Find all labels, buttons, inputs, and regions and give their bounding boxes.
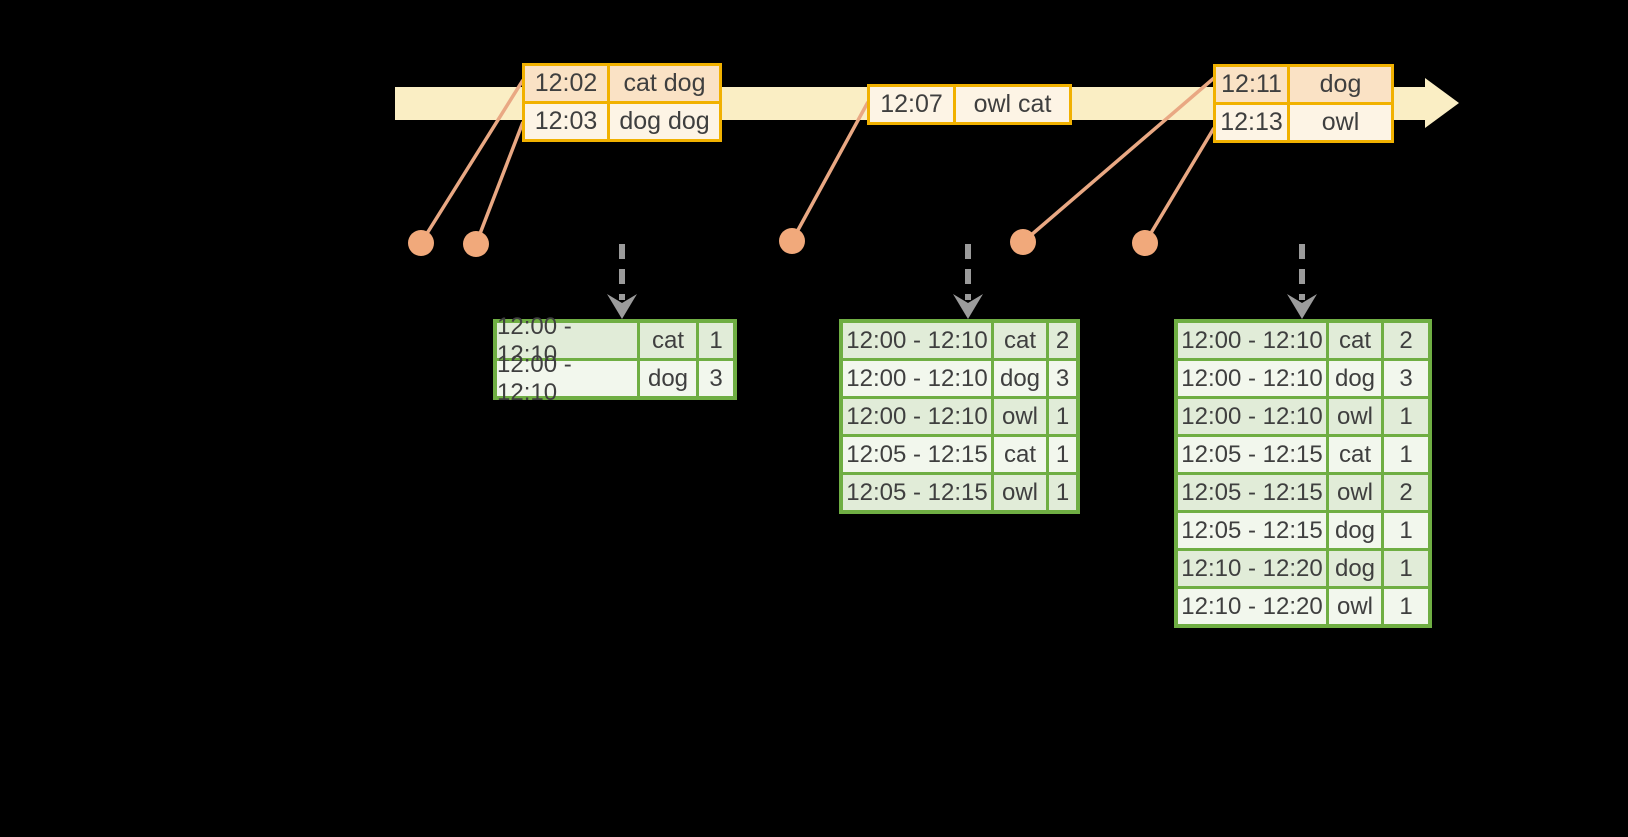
event-time-cell: 12:11 bbox=[1216, 67, 1287, 102]
count-cell: 2 bbox=[1384, 475, 1428, 510]
count-cell: 1 bbox=[1384, 589, 1428, 624]
event-dot-icon bbox=[1132, 230, 1158, 256]
word-cell: dog bbox=[1329, 513, 1381, 548]
down-arrowhead-icon bbox=[1287, 294, 1317, 319]
event-words-cell: cat dog bbox=[610, 66, 719, 101]
event-words-cell: owl cat bbox=[956, 87, 1069, 122]
word-cell: owl bbox=[994, 399, 1046, 434]
result-table-1: 12:00 - 12:10 cat 1 12:00 - 12:10 dog 3 bbox=[493, 313, 737, 406]
connector-line bbox=[790, 101, 870, 242]
count-cell: 2 bbox=[1049, 323, 1076, 358]
connector-line bbox=[1143, 127, 1216, 244]
window-cell: 12:05 - 12:15 bbox=[1178, 513, 1326, 548]
event-table-2: 12:07 owl cat bbox=[867, 84, 1072, 125]
result-table-2: 12:00 - 12:10 cat 2 12:00 - 12:10 dog 3 … bbox=[839, 319, 1080, 514]
word-cell: dog bbox=[640, 361, 696, 396]
window-cell: 12:10 - 12:20 bbox=[1178, 551, 1326, 586]
word-cell: owl bbox=[1329, 475, 1381, 510]
window-cell: 12:00 - 12:10 bbox=[843, 361, 991, 396]
window-cell: 12:00 - 12:10 bbox=[843, 323, 991, 358]
event-words-cell: dog dog bbox=[610, 104, 719, 139]
event-time-cell: 12:13 bbox=[1216, 105, 1287, 140]
count-cell: 1 bbox=[1049, 399, 1076, 434]
word-cell: cat bbox=[640, 323, 696, 358]
event-time-cell: 12:07 bbox=[870, 87, 953, 122]
window-cell: 12:05 - 12:15 bbox=[1178, 475, 1326, 510]
count-cell: 1 bbox=[1049, 437, 1076, 472]
count-cell: 1 bbox=[1049, 475, 1076, 510]
count-cell: 2 bbox=[1384, 323, 1428, 358]
count-cell: 3 bbox=[1049, 361, 1076, 396]
word-cell: owl bbox=[1329, 399, 1381, 434]
event-table-3: 12:11 dog 12:13 owl bbox=[1213, 64, 1394, 143]
word-cell: cat bbox=[994, 437, 1046, 472]
event-dots bbox=[408, 228, 1158, 257]
word-cell: owl bbox=[1329, 589, 1381, 624]
event-dot-icon bbox=[779, 228, 805, 254]
event-dot-icon bbox=[408, 230, 434, 256]
word-cell: cat bbox=[994, 323, 1046, 358]
connector-line bbox=[474, 121, 525, 245]
count-cell: 3 bbox=[1384, 361, 1428, 396]
down-arrowhead-icon bbox=[953, 294, 983, 319]
count-cell: 1 bbox=[699, 323, 733, 358]
window-cell: 12:05 - 12:15 bbox=[1178, 437, 1326, 472]
event-time-cell: 12:02 bbox=[525, 66, 607, 101]
emit-arrowheads bbox=[607, 294, 1317, 319]
count-cell: 1 bbox=[1384, 513, 1428, 548]
word-cell: dog bbox=[1329, 551, 1381, 586]
count-cell: 3 bbox=[699, 361, 733, 396]
window-cell: 12:05 - 12:15 bbox=[843, 475, 991, 510]
event-time-cell: 12:03 bbox=[525, 104, 607, 139]
window-cell: 12:00 - 12:10 bbox=[1178, 361, 1326, 396]
event-dot-icon bbox=[463, 231, 489, 257]
result-table-3: 12:00 - 12:10 cat 2 12:00 - 12:10 dog 3 … bbox=[1174, 319, 1432, 628]
emit-arrows bbox=[619, 244, 1305, 300]
word-cell: cat bbox=[1329, 437, 1381, 472]
count-cell: 1 bbox=[1384, 399, 1428, 434]
word-cell: owl bbox=[994, 475, 1046, 510]
word-cell: dog bbox=[994, 361, 1046, 396]
window-cell: 12:00 - 12:10 bbox=[1178, 399, 1326, 434]
timeline-arrowhead-icon bbox=[1425, 78, 1459, 128]
window-cell: 12:05 - 12:15 bbox=[843, 437, 991, 472]
count-cell: 1 bbox=[1384, 437, 1428, 472]
event-table-1: 12:02 cat dog 12:03 dog dog bbox=[522, 63, 722, 142]
window-cell: 12:00 - 12:10 bbox=[1178, 323, 1326, 358]
event-words-cell: owl bbox=[1290, 105, 1391, 140]
event-words-cell: dog bbox=[1290, 67, 1391, 102]
window-cell: 12:10 - 12:20 bbox=[1178, 589, 1326, 624]
word-cell: dog bbox=[1329, 361, 1381, 396]
count-cell: 1 bbox=[1384, 551, 1428, 586]
window-cell: 12:00 - 12:10 bbox=[497, 351, 637, 406]
event-dot-icon bbox=[1010, 229, 1036, 255]
word-cell: cat bbox=[1329, 323, 1381, 358]
window-cell: 12:00 - 12:10 bbox=[843, 399, 991, 434]
